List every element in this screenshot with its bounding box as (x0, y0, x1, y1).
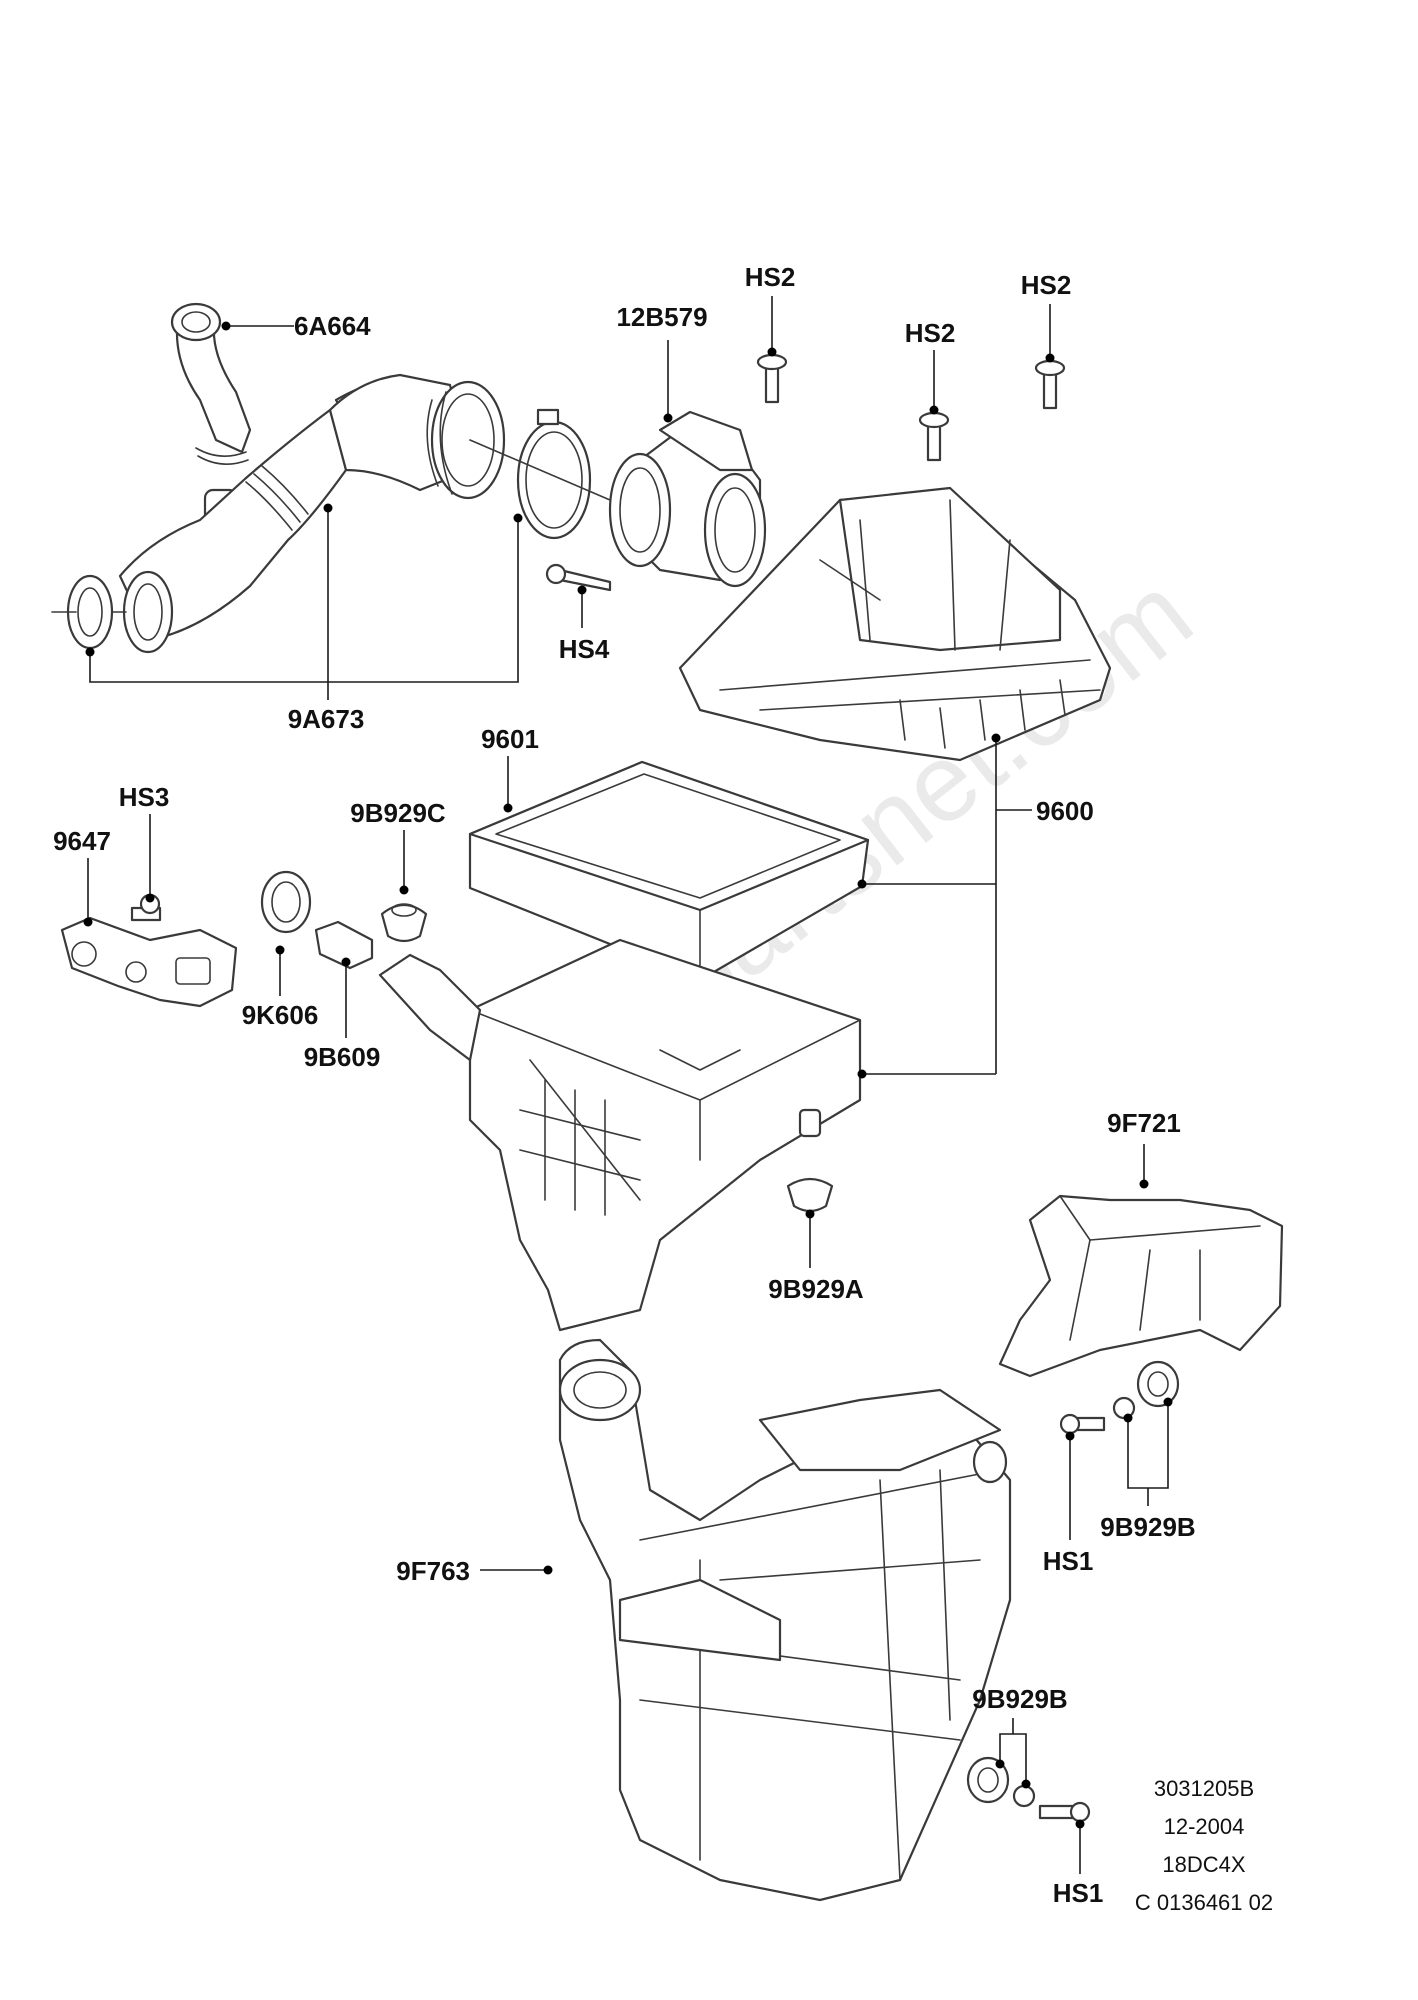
label-hs2-left: HS2 (745, 262, 796, 292)
air-intake-resonator (558, 1338, 1091, 1902)
label-hs2-middle: HS2 (905, 318, 956, 348)
label-hs4: HS4 (559, 634, 610, 664)
label-9600: 9600 (1036, 796, 1094, 826)
label-9f763: 9F763 (396, 1556, 470, 1586)
mounting-bracket (60, 893, 238, 1008)
air-duct-bracket (998, 1194, 1284, 1435)
label-hs1-lower: HS1 (1053, 1878, 1104, 1908)
drawing-date: 12-2004 (1164, 1814, 1245, 1839)
model-code: 18DC4X (1162, 1852, 1245, 1877)
leader-lines (83, 296, 1173, 1874)
label-9b929b-lower: 9B929B (972, 1684, 1067, 1714)
label-9b609: 9B609 (304, 1042, 381, 1072)
label-hs3: HS3 (119, 782, 170, 812)
label-9b929b-upper: 9B929B (1100, 1512, 1195, 1542)
label-9b929a: 9B929A (768, 1274, 864, 1304)
drawing-info-block: 3031205B 12-2004 18DC4X C 0136461 02 (1135, 1776, 1273, 1915)
label-hs1-upper: HS1 (1043, 1546, 1094, 1576)
label-9a673: 9A673 (288, 704, 365, 734)
label-9b929c: 9B929C (350, 798, 446, 828)
retaining-clip (314, 920, 374, 970)
seal-ring (260, 870, 312, 934)
air-cleaner-cover (678, 353, 1112, 762)
reference-code: C 0136461 02 (1135, 1890, 1273, 1915)
mass-air-flow-sensor (545, 410, 767, 592)
label-hs2-right: HS2 (1021, 270, 1072, 300)
label-9601: 9601 (481, 724, 539, 754)
drawing-number: 3031205B (1154, 1776, 1254, 1801)
label-12b579: 12B579 (616, 302, 707, 332)
air-cleaner-housing (378, 938, 862, 1332)
intake-hose-assembly (51, 302, 611, 654)
label-9647: 9647 (53, 826, 111, 856)
grommet-c (380, 903, 428, 943)
label-9k606: 9K606 (242, 1000, 319, 1030)
label-6a664: 6A664 (294, 311, 371, 341)
air-filter-element (468, 760, 870, 982)
label-9f721: 9F721 (1107, 1108, 1181, 1138)
part-labels: 6A664 12B579 HS2 HS2 HS2 HS4 9A673 9601 … (53, 262, 1196, 1908)
